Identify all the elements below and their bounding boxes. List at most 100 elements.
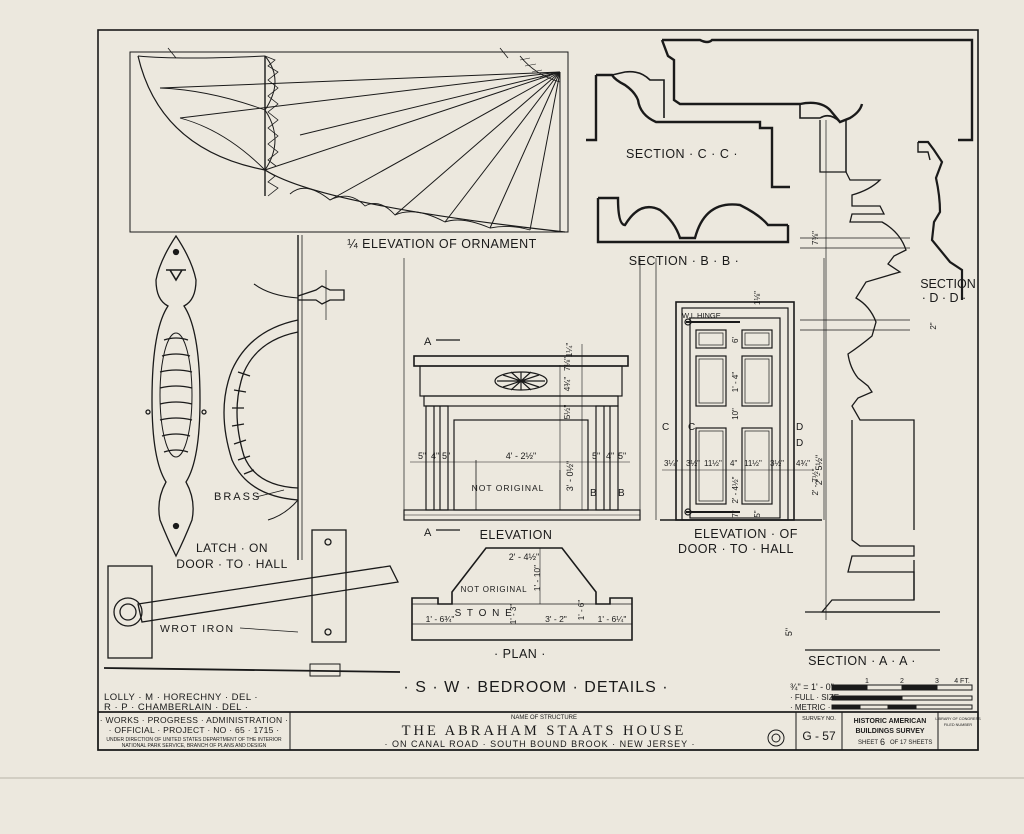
wpa-line-2: · OFFICIAL · PROJECT · NO · 65 · 1715 · [109, 725, 280, 735]
dim-door-top: 1⅛" [753, 291, 762, 305]
not-original-mantel: NOT ORIGINAL [472, 483, 545, 493]
name-of-structure-label: NAME OF STRUCTURE [511, 715, 577, 721]
brass-leader [255, 489, 285, 498]
dim-plan-s1: 1' - 3" [509, 604, 518, 625]
delineator-2: R · P · CHAMBERLAIN · DEL · [104, 702, 248, 713]
dim-door-side: 2' - 7½" [811, 468, 820, 495]
structure-name: THE ABRAHAM STAATS HOUSE [402, 723, 687, 739]
dim-door-d2: 3½" [686, 459, 700, 468]
scale-tick-3: 3 [935, 678, 939, 685]
door-letter-c-2: C [688, 422, 695, 433]
dim-door-d7: 4¾" [796, 459, 810, 468]
dim-mantel-v2: 4¾" [562, 377, 572, 392]
survey-no-label: SURVEY NO. [802, 716, 836, 722]
dim-mantel-height: 3' - 0½" [565, 461, 575, 491]
delineator-1: LOLLY · M · HORECHNY · DEL · [104, 692, 258, 703]
dim-plan-width: 2' - 4½" [509, 552, 539, 562]
brass-label: BRASS [214, 491, 261, 503]
loc-line-1: LIBRARY OF CONGRESS [935, 717, 981, 721]
stone-label: S T O N E [455, 608, 514, 619]
habs-line-2: BUILDINGS SURVEY [855, 728, 924, 735]
door-elevation-label-2: DOOR · TO · HALL [678, 542, 794, 556]
plan-label: · PLAN · [494, 647, 546, 661]
sheet-number: 6 [880, 737, 885, 747]
section-aa-column [800, 120, 940, 651]
ornament-elevation [129, 47, 569, 233]
dim-aa-base: 5" [784, 628, 794, 636]
wpa-line-1: · WORKS · PROGRESS · ADMINISTRATION · [100, 715, 289, 725]
mantel-letter-a-bottom: A [424, 527, 432, 539]
dim-plan-s2: 1' - 6" [577, 600, 586, 621]
section-dd-profile [917, 140, 964, 300]
dim-mantel-v3: 7⅛" [563, 357, 572, 371]
not-original-plan: NOT ORIGINAL [461, 585, 528, 594]
scale-tick-1: 1 [865, 678, 869, 685]
mantel-letter-a-top: A [424, 336, 432, 348]
scale-ratio: ¾" = 1' - 0" [790, 682, 834, 692]
dim-door-d1: 3¼" [664, 459, 678, 468]
hearth-plan [411, 547, 633, 641]
section-cc-profile [586, 70, 790, 189]
dim-plan-center: 3' - 2" [545, 614, 567, 624]
door-letter-c-1: C [662, 422, 669, 433]
section-bb-label: SECTION · B · B · [629, 254, 740, 268]
structure-location: · ON CANAL ROAD · SOUTH BOUND BROOK · NE… [384, 739, 695, 749]
sheet-word: SHEET [858, 740, 878, 746]
dim-door-d6: 3½" [770, 459, 784, 468]
dim-mantel-v1: 5½" [562, 405, 572, 420]
dim-door-v2: 10" [731, 408, 740, 420]
section-dd-label-1: SECTION [920, 277, 976, 291]
dim-plan-right: 1' - 6¼" [598, 614, 627, 624]
section-cc-label: SECTION · C · C · [626, 147, 738, 161]
title-block-frame [97, 711, 979, 751]
dim-mantel-s5: 4" [606, 451, 614, 461]
dim-door-v5: 7" [731, 510, 740, 517]
section-aa-label: SECTION · A · A · [808, 654, 916, 668]
door-letter-d-2: D [796, 438, 803, 449]
dim-door-d5: 11½" [744, 459, 762, 468]
dim-door-v3: 1' - 4" [731, 372, 740, 393]
dim-aa-height: 2' - 5½" [814, 455, 824, 485]
survey-no: G - 57 [802, 729, 836, 743]
dim-plan-depth: 1' - 10" [532, 565, 542, 591]
habs-line-1: HISTORIC AMERICAN [854, 718, 927, 725]
latch-label-1: LATCH · ON [196, 541, 268, 555]
wrot-iron-hinge [103, 529, 401, 677]
scale-tick-2: 2 [900, 678, 904, 685]
wrot-iron-label: WROT IRON [160, 623, 235, 635]
latch-plate [145, 234, 207, 558]
scale-tick-4: 4 FT. [954, 678, 970, 685]
ornament-label: ¼ ELEVATION OF ORNAMENT [347, 237, 537, 251]
latch-handle-side [223, 235, 345, 560]
dim-door-v1: 6' [731, 337, 740, 343]
mantel-elevation-label: ELEVATION [480, 528, 553, 542]
dim-dd-top: 2" [929, 322, 938, 329]
dim-door-d4: 4" [730, 459, 737, 468]
dim-aa-top: 7⅜" [811, 231, 820, 245]
wpa-line-4: NATIONAL PARK SERVICE, BRANCH OF PLANS A… [122, 743, 267, 749]
door-elevation [655, 258, 825, 521]
scale-full-size: · FULL · SIZE · [790, 693, 844, 702]
mantel-letter-b-right: B [618, 488, 625, 499]
mantel-letter-b-left: B [590, 488, 597, 499]
dim-mantel-opening: 4' - 2½" [506, 451, 536, 461]
mantel-elevation [403, 258, 641, 531]
wrot-iron-leader [239, 627, 299, 633]
dim-mantel-s6: 5" [618, 451, 626, 461]
dim-door-v6: 5" [753, 510, 762, 517]
sheet-of: OF 17 SHEETS [890, 740, 932, 746]
wpa-line-3: UNDER DIRECTION OF UNITED STATES DEPARTM… [106, 737, 282, 743]
dim-door-d3: 11½" [704, 459, 722, 468]
dim-mantel-top: 1¼" [564, 343, 574, 358]
wi-hinge-label: W.I. HINGE [682, 311, 721, 320]
dim-mantel-s4: 5" [592, 451, 600, 461]
dim-plan-left: 1' - 6¾" [426, 614, 455, 624]
crown-moulding-profile [660, 38, 974, 142]
dim-mantel-s3: 5" [442, 451, 450, 461]
section-dd-label-2: · D · D · [922, 291, 966, 305]
sheet-title: · S · W · BEDROOM · DETAILS · [403, 679, 668, 696]
section-bb-profile [596, 196, 790, 244]
scale-bars [831, 684, 973, 710]
